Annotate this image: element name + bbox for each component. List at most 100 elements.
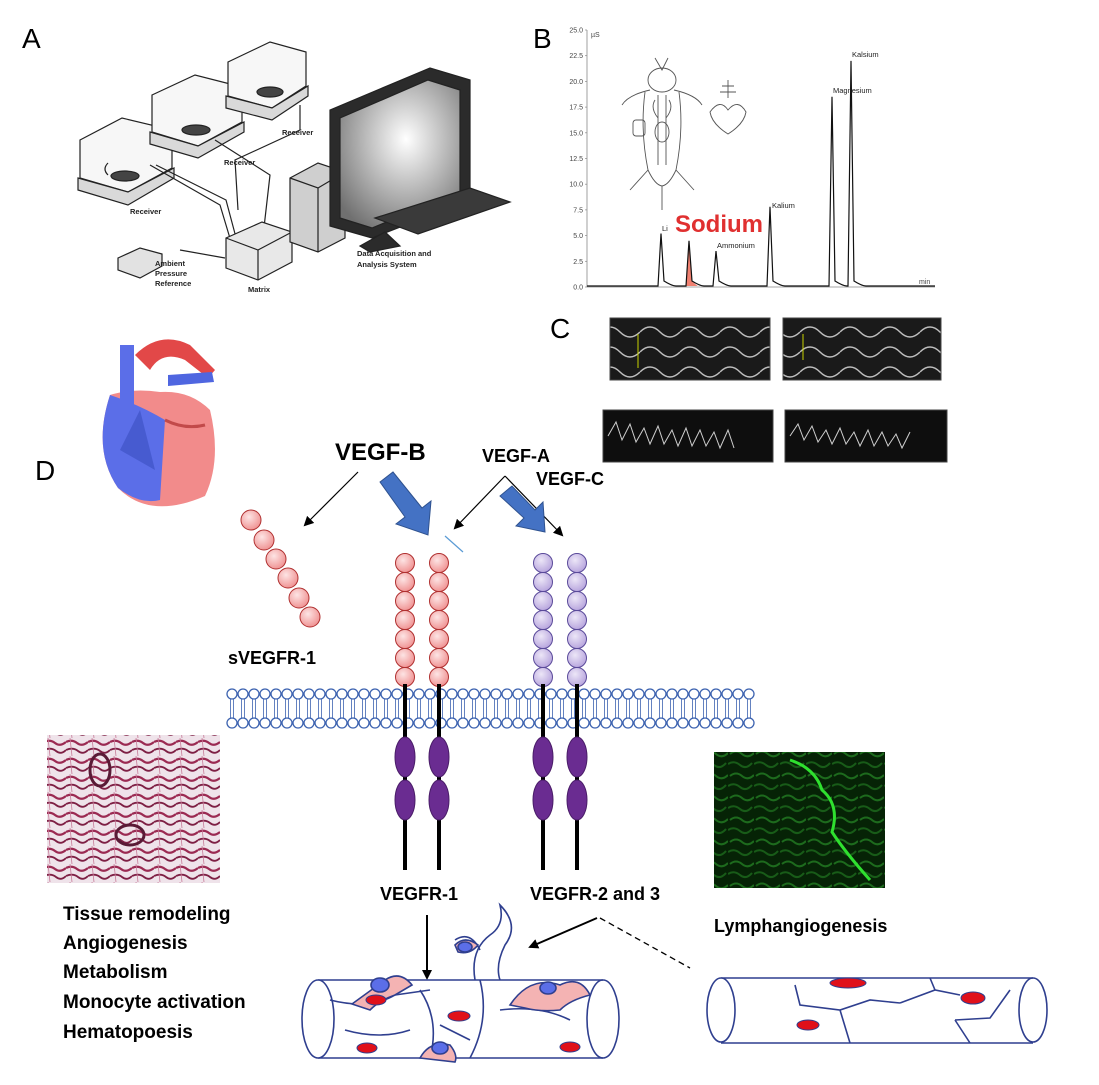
lipid-head — [743, 717, 755, 729]
effect-item: Angiogenesis — [63, 933, 188, 954]
echo-images — [602, 317, 948, 463]
ig-domain — [533, 553, 553, 573]
ig-domain — [429, 553, 449, 573]
effect-item: Hematopoesis — [63, 1022, 193, 1043]
lipid-head — [479, 688, 491, 700]
lipid-head — [710, 688, 722, 700]
lipid-head — [512, 688, 524, 700]
lipid-head — [248, 688, 260, 700]
lipid-head — [523, 717, 535, 729]
matrix-box — [225, 221, 293, 281]
y-tick-label: 10.0 — [569, 182, 583, 189]
effect-item: Monocyte activation — [63, 992, 246, 1013]
y-tick-label: 25.0 — [569, 28, 583, 35]
y-tick-label: 15.0 — [569, 130, 583, 137]
y-tick-label: 2.5 — [573, 259, 583, 266]
kinase-domain — [428, 779, 450, 821]
lipid-head — [369, 717, 381, 729]
lipid-head — [721, 717, 733, 729]
lipid-head — [600, 688, 612, 700]
vegfr2-3-receptor-pair — [532, 553, 588, 870]
inhibition-tick — [444, 535, 464, 553]
lipid-head — [336, 717, 348, 729]
lipid-head — [248, 717, 260, 729]
ig-domain — [429, 572, 449, 592]
effect-item: Tissue remodeling — [63, 904, 231, 925]
peak-label-li: Li — [662, 224, 668, 233]
lipid-head — [457, 688, 469, 700]
panel-label-d: D — [35, 455, 55, 486]
lipid-head — [314, 717, 326, 729]
panel-label-b: B — [533, 23, 552, 54]
ig-domain — [395, 591, 415, 611]
kinase-domain — [428, 736, 450, 778]
lipid-head — [490, 717, 502, 729]
lipid-head — [556, 717, 568, 729]
lipid-head — [699, 688, 711, 700]
lipid-head — [699, 717, 711, 729]
lipid-head — [501, 688, 513, 700]
vegfr1-label: VEGFR-1 — [380, 884, 458, 904]
histology-vessel-2 — [114, 823, 146, 847]
m-mode-image-1 — [609, 317, 771, 381]
ambient-label-line-3: Reference — [155, 279, 191, 288]
ig-domain — [567, 610, 587, 630]
receiver-label-1: Receiver — [130, 207, 161, 216]
matrix-label: Matrix — [248, 285, 271, 294]
ig-domain — [567, 629, 587, 649]
arrow-vegfa-to-vegfr1 — [453, 475, 506, 530]
doppler-image-1 — [602, 409, 774, 463]
ig-domain — [429, 591, 449, 611]
lipid-head — [655, 688, 667, 700]
y-tick-label: 22.5 — [569, 53, 583, 60]
ig-domain — [533, 610, 553, 630]
y-unit-label: µS — [591, 32, 600, 39]
lipid-head — [446, 688, 458, 700]
histology-vessel-1 — [88, 752, 112, 788]
y-tick-label: 7.5 — [573, 207, 583, 214]
lymphatic-vessel — [706, 977, 1048, 1044]
lipid-head — [303, 688, 315, 700]
lipid-head — [457, 717, 469, 729]
kinase-domain — [566, 736, 588, 778]
lipid-head — [380, 688, 392, 700]
ig-domain — [429, 610, 449, 630]
panel-label-c: C — [550, 313, 570, 344]
ig-domain — [395, 629, 415, 649]
lipid-head — [292, 688, 304, 700]
lipid-head — [633, 688, 645, 700]
lipid-head — [677, 717, 689, 729]
chromatogram-trace — [587, 60, 935, 287]
lipid-head — [347, 688, 359, 700]
lipid-head — [578, 688, 590, 700]
ambient-pressure-box — [117, 247, 163, 279]
lipid-head — [545, 717, 557, 729]
ig-domain — [533, 648, 553, 668]
lipid-head — [666, 717, 678, 729]
lipid-head — [380, 717, 392, 729]
lipid-head — [358, 688, 370, 700]
cage-1 — [77, 117, 175, 206]
lipid-head — [237, 717, 249, 729]
ig-domain — [395, 553, 415, 573]
lipid-head — [589, 717, 601, 729]
kinase-domain — [394, 736, 416, 778]
lipid-head — [501, 717, 513, 729]
ig-domain — [395, 610, 415, 630]
sodium-highlight-label: Sodium — [675, 211, 763, 238]
ig-domain — [567, 667, 587, 687]
lipid-head — [611, 717, 623, 729]
lipid-head — [688, 688, 700, 700]
ig-domain — [429, 629, 449, 649]
lipid-head — [259, 688, 271, 700]
ig-domain — [533, 667, 553, 687]
ig-domain — [395, 667, 415, 687]
lipid-head — [259, 717, 271, 729]
y-tick-label: 20.0 — [569, 79, 583, 86]
left-effects-list: Tissue remodeling Angiogenesis Metabolis… — [63, 904, 246, 1043]
lipid-head — [622, 717, 634, 729]
ig-domain — [533, 572, 553, 592]
panel-label-a: A — [22, 23, 41, 54]
arrow-vegfb-to-svegfr1 — [303, 471, 359, 527]
lipid-head — [424, 688, 436, 700]
